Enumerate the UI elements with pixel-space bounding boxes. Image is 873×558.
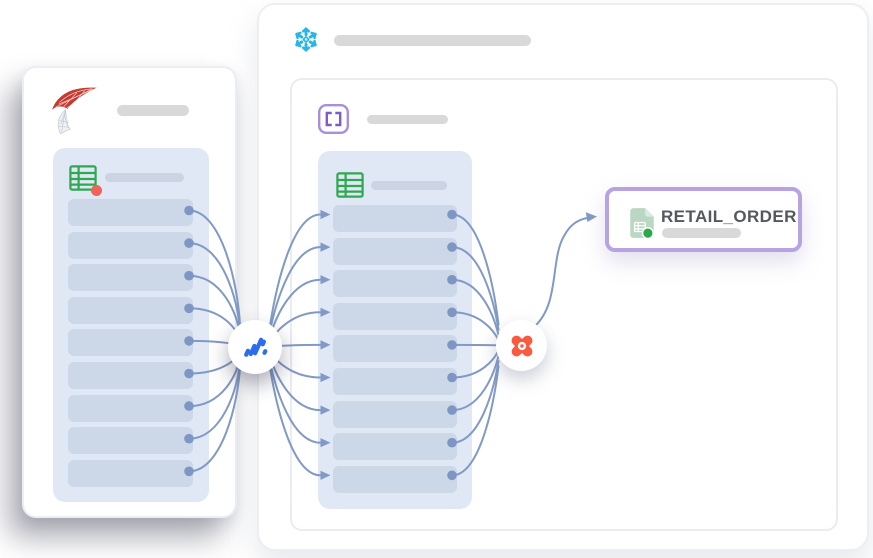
dbt-transform-hub[interactable]: [496, 320, 547, 371]
document-table-icon: [630, 208, 654, 239]
field-row: [68, 394, 193, 422]
schema-panel: RETAIL_ORDER: [290, 78, 838, 531]
field-row: [333, 465, 457, 493]
field-row: [68, 427, 193, 455]
warehouse-title-placeholder: [334, 35, 531, 46]
fivetran-stripes-icon: [244, 337, 268, 357]
field-row: [68, 296, 193, 324]
dbt-icon: [511, 335, 532, 356]
output-subtitle-placeholder: [662, 228, 741, 238]
source-database-card: [22, 66, 237, 518]
field-row: [333, 433, 457, 461]
output-model-node[interactable]: RETAIL_ORDER: [605, 187, 802, 252]
field-row: [333, 237, 457, 265]
field-row: [333, 335, 457, 363]
source-title-placeholder: [117, 105, 189, 116]
field-row: [68, 199, 193, 226]
field-row: [333, 400, 457, 428]
table-title-placeholder: [105, 173, 184, 182]
red-status-dot: [90, 184, 102, 196]
field-row: [68, 329, 193, 357]
table-title-placeholder: [371, 181, 447, 190]
field-row: [68, 231, 193, 259]
field-row: [333, 205, 457, 232]
table-grid-icon: [69, 165, 97, 191]
snowflake-icon: [295, 27, 317, 52]
output-node-label: RETAIL_ORDER: [661, 207, 797, 226]
field-row: [68, 459, 193, 487]
warehouse-table-panel[interactable]: [318, 151, 472, 509]
warehouse-card: RETAIL_ORDER: [257, 3, 869, 551]
field-row: [333, 270, 457, 298]
field-row: [68, 264, 193, 292]
schema-title-placeholder: [367, 115, 448, 124]
source-table-panel[interactable]: [53, 148, 209, 502]
json-brackets-icon: [318, 104, 349, 134]
ingest-connector-hub[interactable]: [228, 320, 282, 374]
field-row: [333, 368, 457, 395]
table-grid-icon: [336, 172, 364, 198]
field-row: [333, 302, 457, 330]
field-row: [68, 362, 193, 389]
sql-server-icon: [51, 87, 98, 135]
